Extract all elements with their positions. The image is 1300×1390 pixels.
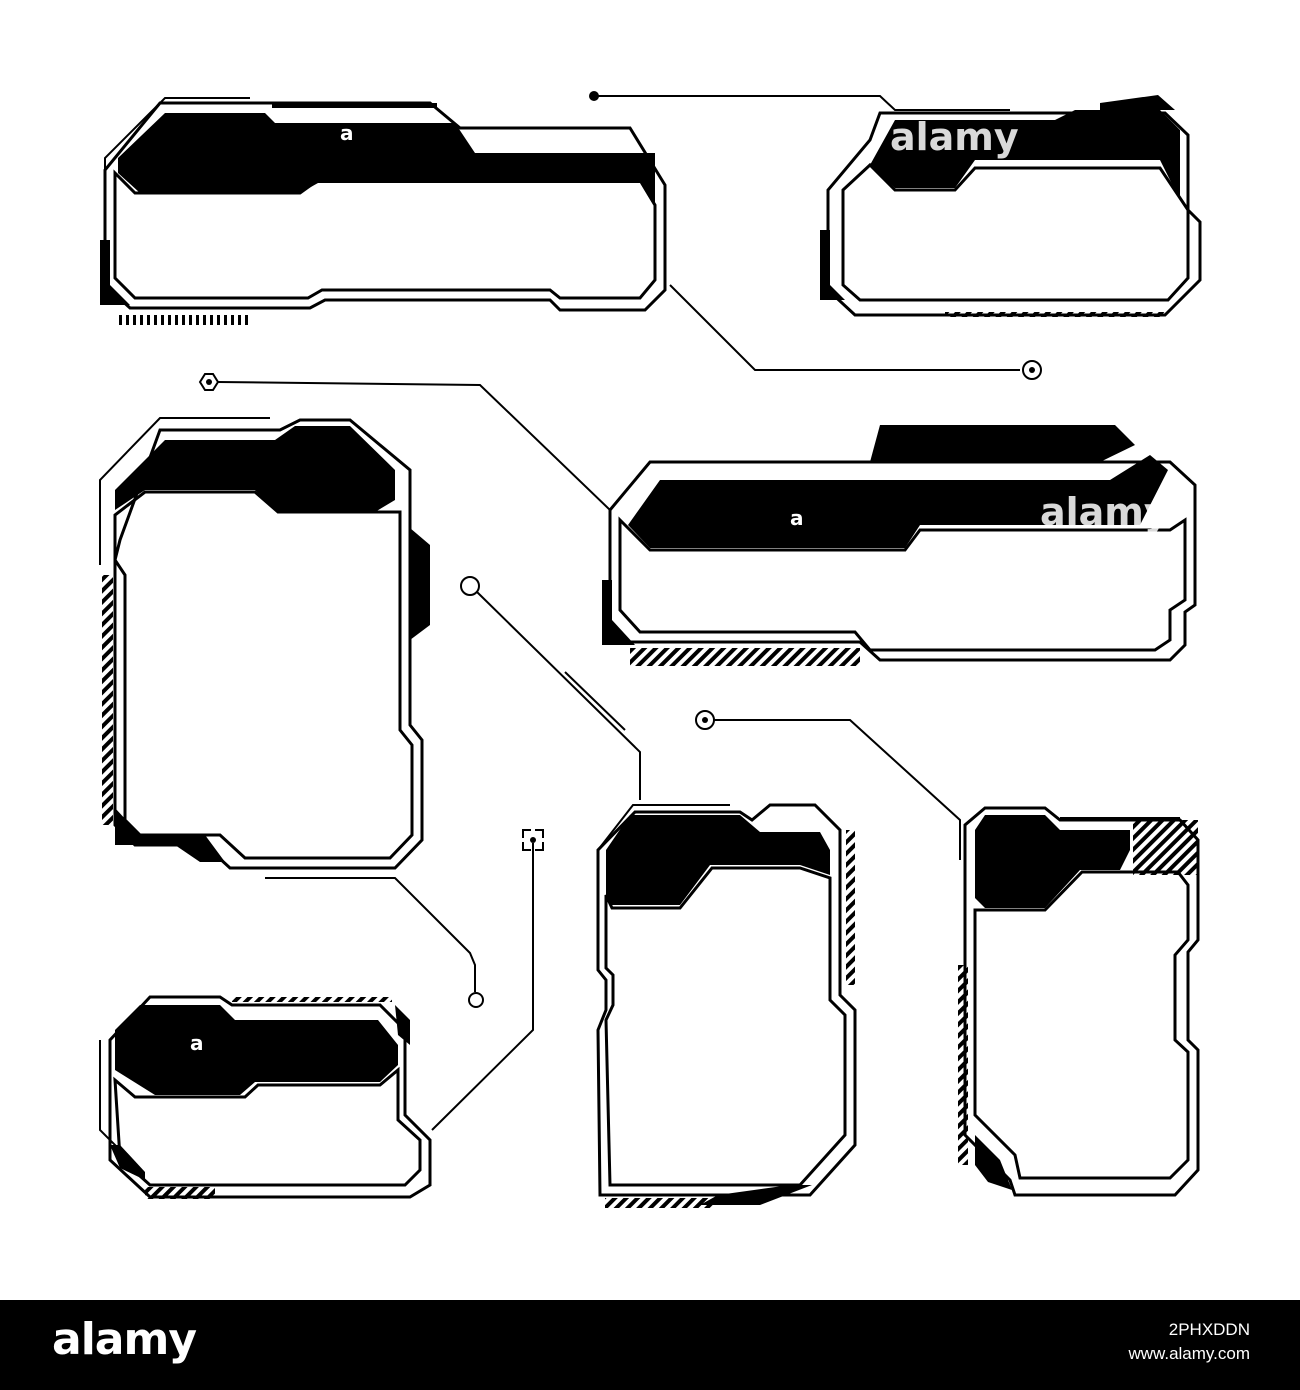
hud-frame-bottom-right bbox=[958, 806, 1200, 1197]
frame-left-tall-left-stripes bbox=[102, 575, 113, 825]
watermark-mark: a bbox=[790, 506, 804, 530]
connector-top-left-to-target bbox=[669, 284, 1020, 371]
bracket-marker-icon bbox=[522, 829, 544, 851]
frame-middle-right-side-block bbox=[602, 580, 635, 645]
frame-top-left-side-block bbox=[100, 240, 130, 305]
frame-bottom-middle-content bbox=[604, 866, 847, 1187]
frame-bottom-middle-header bbox=[606, 815, 830, 905]
frame-bottom-right-header-stripes bbox=[1133, 820, 1198, 875]
frame-bottom-left-bottom-stripes bbox=[145, 1187, 215, 1199]
connector-circle-node-to-bottom-middle bbox=[476, 591, 641, 800]
frame-top-right-lead-line bbox=[594, 95, 1010, 111]
watermark-word-top-right: alamy bbox=[890, 115, 1019, 159]
hud-frame-top-left: a bbox=[100, 97, 667, 325]
frame-bottom-middle-outline bbox=[596, 803, 857, 1197]
frame-top-right-content bbox=[841, 162, 1190, 302]
footer-url: www.alamy.com bbox=[1128, 1344, 1250, 1363]
frame-bottom-middle-bottom-block bbox=[700, 1185, 812, 1205]
hexagon-node-center bbox=[206, 379, 212, 385]
frame-top-left-content bbox=[113, 169, 657, 300]
frame-middle-right-bottom-stripes bbox=[630, 648, 860, 666]
frame-bottom-left-dash-strip bbox=[232, 997, 392, 1002]
crosshair-node-center bbox=[702, 717, 708, 723]
hud-frames-artwork: a alamy a alamy bbox=[99, 91, 1202, 1208]
frame-top-right-bottom-dashes bbox=[945, 312, 1165, 317]
frame-top-left-bottom-stripes bbox=[118, 315, 248, 325]
connector-node-to-bottom-right bbox=[714, 719, 961, 860]
frame-left-tall-outer-line bbox=[99, 417, 270, 565]
watermark-word-middle-right: alamy bbox=[1040, 490, 1169, 534]
connector-bracket-to-bottom-left bbox=[431, 843, 534, 1131]
frame-bottom-middle-bottom-stripes bbox=[605, 1198, 715, 1208]
frame-top-left-dash-strip bbox=[272, 103, 437, 108]
frame-middle-right-stripe-pattern bbox=[890, 438, 1085, 458]
footer-image-info: 2PHXDDN www.alamy.com bbox=[1128, 1318, 1250, 1366]
frame-top-right-header bbox=[870, 110, 1180, 200]
target-node-center bbox=[1029, 367, 1035, 373]
frame-top-right-tab bbox=[1100, 95, 1175, 110]
hud-frame-left-tall bbox=[99, 417, 484, 1008]
hud-frame-middle-right: a alamy bbox=[602, 425, 1197, 666]
frame-left-tall-outline bbox=[113, 418, 424, 870]
frame-left-tall-bottom-line bbox=[265, 877, 476, 992]
frame-bottom-left-outline bbox=[108, 995, 432, 1199]
frame-left-tall-end-node-icon bbox=[468, 992, 484, 1008]
frame-bottom-left-header bbox=[115, 1005, 398, 1095]
target-node-icon bbox=[1022, 360, 1042, 380]
frame-bottom-left-side-block bbox=[110, 1145, 145, 1180]
frame-left-tall-content bbox=[113, 490, 414, 860]
frame-top-left-header bbox=[118, 113, 655, 208]
frame-top-right-outline bbox=[826, 111, 1202, 317]
frame-bottom-left-content bbox=[113, 1066, 422, 1187]
frame-left-tall-bottom-block bbox=[115, 808, 225, 862]
frame-bottom-middle-top-line bbox=[597, 804, 730, 851]
footer-bar: alamy 2PHXDDN www.alamy.com bbox=[0, 1300, 1300, 1390]
connector-accent-line bbox=[564, 671, 626, 731]
circle-node-icon bbox=[460, 576, 480, 596]
watermark-mark: a bbox=[190, 1031, 204, 1055]
frame-bottom-right-content bbox=[973, 870, 1190, 1180]
hud-frame-top-right: alamy bbox=[589, 91, 1202, 317]
frame-bottom-right-side-stripes bbox=[958, 965, 968, 1165]
frame-middle-right-header bbox=[628, 455, 1168, 548]
hud-frame-bottom-middle bbox=[596, 803, 857, 1208]
frame-left-tall-right-stripes bbox=[411, 545, 427, 625]
frame-bottom-right-header bbox=[975, 815, 1130, 908]
frame-top-right-side-block bbox=[820, 230, 845, 300]
footer-image-id: 2PHXDDN bbox=[1168, 1320, 1250, 1339]
frame-middle-right-content bbox=[618, 516, 1187, 652]
frame-bottom-middle-side-stripes bbox=[846, 830, 855, 985]
watermark-mark: a bbox=[340, 121, 354, 145]
hud-frame-bottom-left: a bbox=[99, 995, 432, 1199]
frame-bottom-left-outer-line bbox=[99, 1040, 141, 1171]
frame-bottom-left-right-block bbox=[395, 1005, 410, 1045]
frame-bottom-right-bottom-block bbox=[975, 1135, 1012, 1190]
frame-left-tall-header bbox=[115, 426, 395, 512]
footer-logo: alamy bbox=[52, 1314, 197, 1365]
